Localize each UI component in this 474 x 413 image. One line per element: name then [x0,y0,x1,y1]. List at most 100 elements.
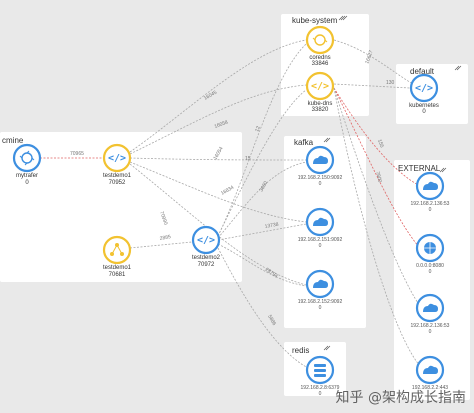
edge-labels: 70965 16045 16058 12 16054 15 70990 2885… [70,49,395,326]
node-kafka-1[interactable] [305,145,335,175]
node-external-1[interactable] [415,171,445,201]
namespace-title-external: EXTERNAL [398,164,441,173]
edge-label-e8: 2885 [159,234,171,242]
cloud-icon [423,303,438,312]
namespace-title-default: default [410,67,435,76]
expand-icon [323,137,331,143]
edge-label-e14: 16627 [364,49,374,64]
edge-label-e17: 7800 [374,171,383,184]
edge-label-e6: 15 [245,156,251,162]
node-label-external-2: 0.0.0.0:8080 [416,263,444,269]
edge-testdemo2-kubedns [217,89,307,237]
edge-testdemo1-coredns [129,39,307,153]
node-label-kafka-1: 192.168.2.150:9092 [297,175,343,181]
node-label-kube-dns: kube-dns [307,101,333,107]
node-external-2[interactable] [415,233,445,263]
edge-testdemo1-kubedns [129,84,307,155]
edge-testdemo1b-testdemo2 [129,241,193,249]
edge-label-e13: 5886 [266,314,277,327]
watermark: 知乎 @架构成长指南 [335,390,466,406]
cloud-icon [423,181,438,190]
edge-coredns-kubernetes [333,39,421,89]
edge-kubedns-ext4 [333,87,421,367]
edge-testdemo1-kafka3 [129,163,307,286]
namespace-title-kafka: kafka [294,138,314,147]
edge-testdemo2-coredns [217,43,307,237]
node-external-4[interactable] [415,355,445,385]
node-label-testdemo1: testdemo1 [102,173,132,179]
edge-label-e2: 16045 [203,89,218,101]
node-value-testdemo1-gateway: 70681 [108,272,126,278]
edge-testdemo2-kafka3 [217,243,307,287]
node-value-coredns: 33846 [311,61,329,67]
edge-kubedns-ext2 [333,87,421,249]
node-value-external-1: 0 [428,207,432,213]
node-value-external-2: 0 [428,269,432,275]
node-testdemo2[interactable]: </> [191,225,221,255]
namespace-title-kube-system: kube-system [292,16,338,25]
edge-kubedns-ext3 [333,87,421,307]
node-label-kubernetes: kubernetes [409,103,439,109]
edge-testdemo2-kafka2 [217,223,307,241]
node-label-redis: 192.168.2.8:6379 [300,385,340,391]
namespace-title-redis: redis [292,346,310,355]
expand-icon [439,167,447,173]
node-value-kubernetes: 0 [422,109,426,115]
node-value-kafka-2: 0 [318,243,322,249]
code-icon: </> [108,153,126,164]
code-icon: </> [415,83,433,94]
node-redis[interactable] [305,355,335,385]
cloud-icon [313,155,328,164]
edge-label-e12: 28794 [264,267,279,280]
code-icon: </> [311,81,329,92]
edge-label-e5: 16054 [213,146,225,161]
expand-icon [454,65,462,71]
node-label-testdemo2: testdemo2 [191,255,221,261]
edge-label-e3: 16058 [214,119,229,129]
expand-icon [338,15,348,21]
cloud-icon [423,365,438,374]
node-label-external-4: 192.168.2.2:443 [411,385,449,391]
edge-label-e1: 70965 [70,151,84,157]
node-label-external-1: 192.168.2.136:53 [410,201,450,207]
node-testdemo1-gateway[interactable] [102,235,132,265]
edge-label-e15: 130 [386,80,395,86]
code-icon: </> [197,235,215,246]
edges [40,39,421,369]
node-value-testdemo2: 70972 [197,262,215,268]
edge-kubedns-kubernetes [333,83,411,89]
node-value-mytrafer: 0 [25,180,29,186]
edge-testdemo2-kafka1 [217,161,307,239]
namespace-title-cmine: cmine [2,136,24,145]
database-stack-icon [314,364,326,377]
node-testdemo1[interactable]: </> [102,143,132,173]
node-value-testdemo1: 70952 [108,180,126,186]
node-label-testdemo1-gateway: testdemo1 [102,265,132,271]
edge-label-e16: 155 [376,139,385,149]
node-kube-dns[interactable]: </> [305,71,335,101]
node-value-redis: 0 [318,391,322,397]
node-label-external-3: 192.168.2.136:53 [410,323,450,329]
node-label-kafka-2: 192.168.2.151:9092 [297,237,343,243]
node-coredns[interactable] [305,25,335,55]
node-kafka-3[interactable] [305,269,335,299]
edge-label-e10: 13738 [264,222,279,230]
expand-icon [323,345,331,351]
edge-testdemo1-kafka2 [129,161,307,223]
edge-label-e9: 16834 [220,184,235,196]
node-label-kafka-3: 192.168.2.152:9092 [297,299,343,305]
edge-label-e7: 70990 [158,211,168,226]
node-value-kube-dns: 33820 [311,107,329,113]
node-value-kafka-3: 0 [318,305,322,311]
node-external-3[interactable] [415,293,445,323]
node-label-coredns: coredns [309,55,331,61]
node-value-external-3: 0 [428,329,432,335]
node-kafka-2[interactable] [305,207,335,237]
node-mytrafer[interactable] [12,143,42,173]
expand-icons [323,15,462,351]
node-kubernetes[interactable]: </> [409,73,439,103]
nodes: </> </> [12,25,445,385]
edge-testdemo2-redis [217,247,309,369]
node-value-kafka-1: 0 [318,181,322,187]
